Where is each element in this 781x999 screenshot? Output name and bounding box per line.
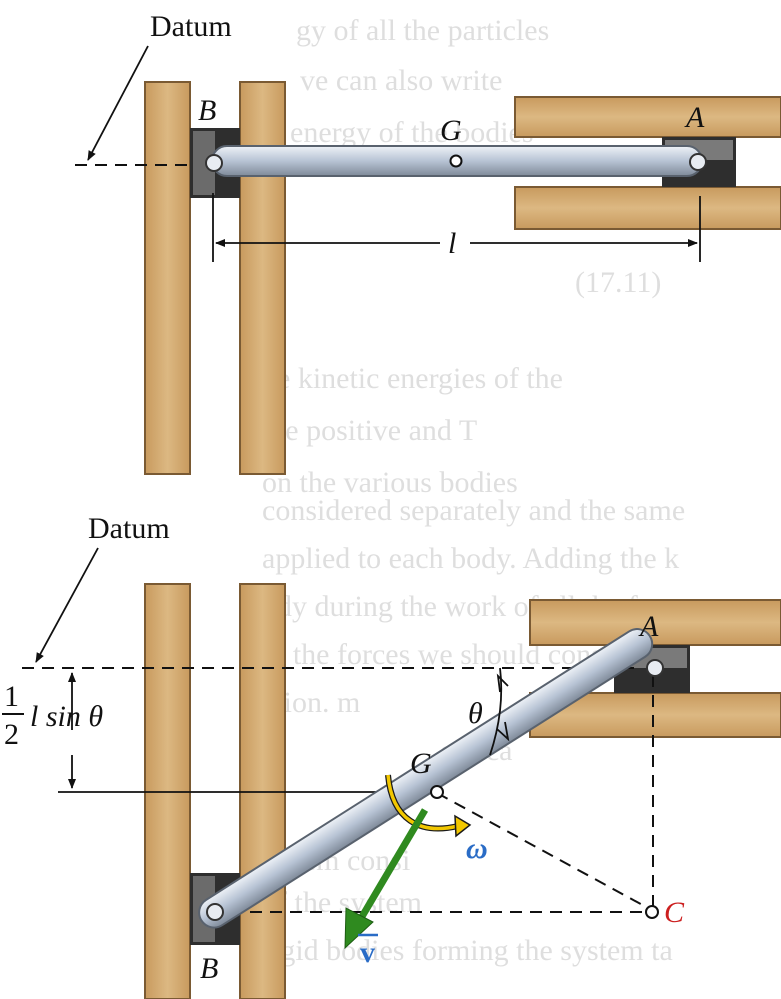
lower-guide [514, 186, 781, 230]
theta-label: θ [468, 697, 483, 730]
datum-label: Datum [150, 10, 232, 43]
velocity-label: v [360, 936, 375, 969]
pin-a [689, 153, 707, 171]
bleed-through-text: gy of all the particles ve can also writ… [262, 14, 685, 967]
line-g-c [436, 792, 649, 909]
datum-label: Datum [88, 512, 170, 545]
center-of-mass-g [430, 785, 444, 799]
upper-guide [529, 599, 781, 646]
omega-arrowhead [454, 814, 472, 838]
pin-b [206, 903, 224, 921]
right-wall [239, 81, 286, 475]
bottom-diagram: Datum A G B C θ ω v 1 [2, 512, 781, 999]
left-wall [144, 81, 191, 475]
label-g: G [410, 747, 432, 780]
datum-pointer [35, 547, 99, 663]
collar-b-highlight [193, 131, 215, 195]
pin-b [205, 154, 223, 172]
pin-a [646, 659, 664, 677]
ghost-line: he kinetic energies of the [262, 362, 563, 395]
point-c [645, 905, 659, 919]
velocity-shaft [356, 808, 429, 922]
label-a: A [638, 610, 659, 643]
label-a: A [684, 101, 705, 134]
theta-arc [489, 667, 503, 756]
label-c: C [664, 896, 685, 929]
center-of-mass-g [449, 154, 463, 168]
height-expression: l sin θ [30, 700, 103, 733]
top-diagram: Datum B G A l [75, 10, 781, 475]
omega-label: ω [466, 832, 488, 865]
omega-arc [386, 774, 459, 831]
label-b: B [200, 952, 218, 985]
ghost-line: energy of the bodies [290, 116, 534, 149]
ghost-line: on the various bodies [262, 466, 518, 499]
fraction-denominator: 2 [4, 718, 19, 751]
theta-arrow-top [496, 673, 509, 693]
ghost-line: ve can also write [300, 64, 502, 97]
length-label: l [448, 227, 456, 260]
theta-arrow-bottom [496, 721, 510, 742]
ghost-line: considered separately and the same [262, 494, 685, 527]
fraction-numerator: 1 [4, 680, 19, 713]
ghost-line: (17.11) [575, 266, 661, 299]
label-g: G [440, 114, 462, 147]
ghost-line: gy of all the particles [296, 14, 549, 47]
ghost-line: of the system [262, 886, 422, 919]
ghost-line: applied to each body. Adding the k [262, 542, 679, 575]
ghost-line: are positive and T [262, 414, 477, 447]
ghost-line: rigid bodies forming the system ta [262, 934, 673, 967]
label-b: B [198, 94, 216, 127]
upper-guide [514, 96, 781, 138]
datum-pointer [87, 45, 149, 161]
